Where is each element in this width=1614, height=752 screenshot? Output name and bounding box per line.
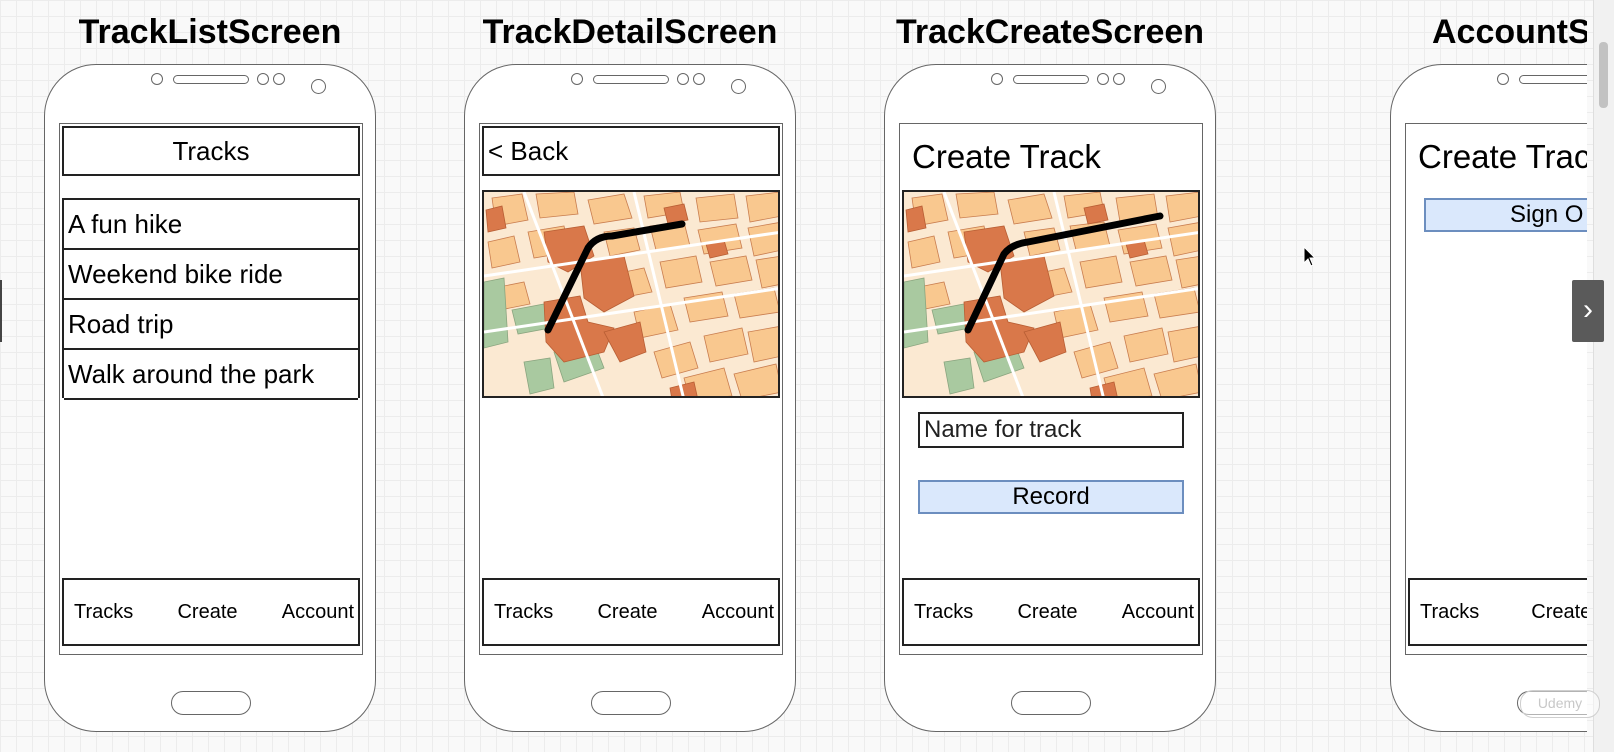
track-list-item[interactable]: Walk around the park — [64, 350, 358, 400]
back-button[interactable]: < Back — [482, 126, 780, 176]
tab-account[interactable]: Account — [281, 600, 354, 623]
screen-title-track-create: TrackCreateScreen — [895, 13, 1205, 51]
speaker-icon — [1013, 75, 1089, 84]
home-button — [171, 691, 251, 715]
track-list-item[interactable]: A fun hike — [64, 200, 358, 250]
mouse-pointer-icon — [1303, 246, 1317, 267]
speaker-icon — [1519, 75, 1587, 84]
tab-bar: Tracks Create Account — [482, 578, 780, 646]
screen-title-track-list: TrackListScreen — [78, 13, 342, 51]
phone-screen: Create Trac Sign O Tracks Create — [1405, 123, 1587, 655]
sensor-icon — [693, 73, 705, 85]
udemy-watermark: Udemy — [1520, 690, 1600, 718]
home-button — [591, 691, 671, 715]
account-heading: Create Trac — [1418, 138, 1587, 175]
tab-bar: Tracks Create Account — [62, 578, 360, 646]
tab-account[interactable]: Account — [701, 600, 774, 623]
speaker-icon — [593, 75, 669, 84]
tab-tracks[interactable]: Tracks — [494, 600, 554, 623]
sensor-icon — [257, 73, 269, 85]
sensor-icon — [273, 73, 285, 85]
sensor-icon — [1497, 73, 1509, 85]
phone-track-list: Tracks A fun hike Weekend bike ride Road… — [44, 64, 376, 732]
phone-track-create: Create Track — [884, 64, 1216, 732]
track-name-input[interactable]: Name for track — [918, 412, 1184, 448]
sensor-icon — [1113, 73, 1125, 85]
map-view — [482, 190, 780, 398]
tracks-header: Tracks — [62, 126, 360, 176]
tab-create[interactable]: Create — [1017, 600, 1078, 623]
scrollbar-thumb[interactable] — [1599, 42, 1608, 108]
chevron-right-icon[interactable]: › — [1572, 280, 1604, 342]
tab-tracks[interactable]: Tracks — [914, 600, 974, 623]
sensor-icon — [1097, 73, 1109, 85]
speaker-icon — [173, 75, 249, 84]
sign-out-button[interactable]: Sign O — [1424, 198, 1587, 232]
phone-screen: Create Track — [899, 123, 1203, 655]
track-list: A fun hike Weekend bike ride Road trip W… — [62, 198, 360, 400]
track-list-item[interactable]: Weekend bike ride — [64, 250, 358, 300]
tab-tracks[interactable]: Tracks — [1420, 600, 1480, 623]
create-track-heading: Create Track — [912, 138, 1101, 175]
record-button[interactable]: Record — [918, 480, 1184, 514]
tab-create[interactable]: Create — [177, 600, 238, 623]
track-list-item[interactable]: Road trip — [64, 300, 358, 350]
tab-tracks[interactable]: Tracks — [74, 600, 134, 623]
sensor-icon — [677, 73, 689, 85]
home-button — [1011, 691, 1091, 715]
phone-screen: < Back — [479, 123, 783, 655]
screen-title-account: AccountS — [1432, 13, 1587, 51]
camera-icon — [311, 79, 326, 94]
map-view — [902, 190, 1200, 398]
tab-account[interactable]: Account — [1121, 600, 1194, 623]
phone-track-detail: < Back — [464, 64, 796, 732]
tab-create[interactable]: Create — [597, 600, 658, 623]
sensor-icon — [991, 73, 1003, 85]
tab-bar: Tracks Create Account — [902, 578, 1200, 646]
camera-icon — [1151, 79, 1166, 94]
phone-screen: Tracks A fun hike Weekend bike ride Road… — [59, 123, 363, 655]
sensor-icon — [571, 73, 583, 85]
tab-create[interactable]: Create — [1531, 600, 1587, 623]
camera-icon — [731, 79, 746, 94]
tab-bar: Tracks Create — [1408, 578, 1587, 646]
previous-handle[interactable] — [0, 280, 2, 342]
vertical-scrollbar[interactable] — [1593, 0, 1614, 752]
screen-title-track-detail: TrackDetailScreen — [482, 13, 778, 51]
sensor-icon — [151, 73, 163, 85]
phone-account: Create Trac Sign O Tracks Create — [1390, 64, 1587, 732]
